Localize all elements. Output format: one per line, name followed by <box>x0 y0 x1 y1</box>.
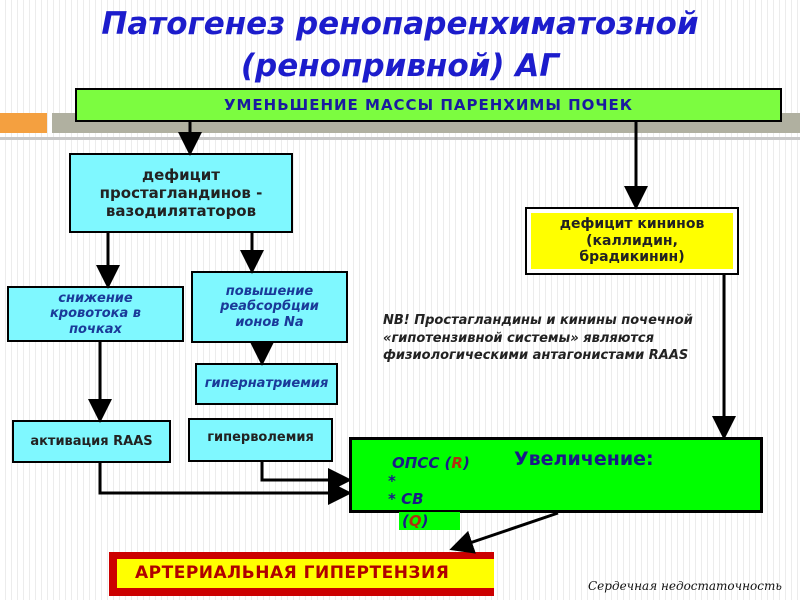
q-label: (Q) <box>399 512 460 530</box>
orange-accent-bar <box>0 113 47 133</box>
nb-note: NB! Простагландины и кинины почечной «ги… <box>383 313 693 364</box>
arrow <box>449 511 559 554</box>
na-reabsorption-box: повышение реабсорбции ионов Na <box>191 271 348 343</box>
title-line-2: (ренопривной) АГ <box>240 48 560 84</box>
parenchyma-reduction-box: УМЕНЬШЕНИЕ МАССЫ ПАРЕНХИМЫ ПОЧЕК <box>75 88 782 122</box>
divider <box>0 137 800 140</box>
title-line-1: Патогенез ренопаренхиматозной <box>101 6 699 42</box>
increase-box: Увеличение: ОПСС (R) * * СВ <box>349 437 763 513</box>
footer-note: Сердечная недостаточность <box>588 579 782 593</box>
arrow <box>260 462 352 492</box>
hypertension-label: АРТЕРИАЛЬНАЯ ГИПЕРТЕНЗИЯ <box>117 559 494 588</box>
opss-label: ОПСС (R) <box>392 454 470 472</box>
increase-title: Увеличение: <box>514 448 654 470</box>
blood-flow-decrease-box: снижение кровотока в почках <box>7 286 184 342</box>
sv-label: * СВ <box>388 490 424 508</box>
arrow <box>98 463 352 505</box>
raas-activation-box: активация RAAS <box>12 420 171 463</box>
hypervolemia-box: гиперволемия <box>188 418 333 462</box>
hypertension-box: АРТЕРИАЛЬНАЯ ГИПЕРТЕНЗИЯ <box>109 552 494 596</box>
bullet-star: * <box>388 472 396 490</box>
prostaglandin-deficit-box: дефицит простагландинов - вазодилятаторо… <box>69 153 293 233</box>
